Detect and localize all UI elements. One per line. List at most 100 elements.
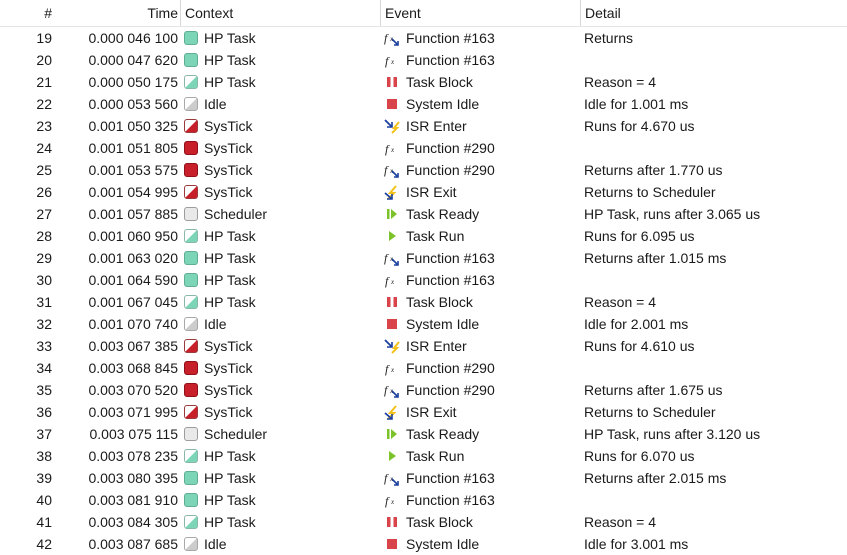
row-number: 28: [36, 228, 52, 244]
row-event-label: Function #163: [406, 250, 495, 266]
row-context-label: SysTick: [204, 338, 253, 354]
isr-exit-icon: [384, 404, 406, 420]
row-number: 42: [36, 536, 52, 552]
task-ready-icon: [384, 426, 406, 442]
row-time: 0.001 050 325: [88, 118, 178, 134]
row-number: 39: [36, 470, 52, 486]
row-detail: [584, 49, 847, 71]
row-context-label: HP Task: [204, 30, 256, 46]
row-time: 0.000 047 620: [88, 52, 178, 68]
row-event: Task Run: [384, 445, 578, 467]
systick-icon: [184, 383, 198, 397]
row-context-label: HP Task: [204, 294, 256, 310]
row-event-label: ISR Enter: [406, 338, 467, 354]
row-event-label: Function #290: [406, 162, 495, 178]
row-event: System Idle: [384, 93, 578, 115]
row-context: HP Task: [184, 225, 378, 247]
column-header-num[interactable]: #: [44, 5, 52, 21]
row-detail: [584, 269, 847, 291]
svg-text:f: f: [384, 471, 389, 485]
row-context: HP Task: [184, 467, 378, 489]
row-context: HP Task: [184, 247, 378, 269]
row-number: 35: [36, 382, 52, 398]
row-context: SysTick: [184, 401, 378, 423]
systick-partial-icon: [184, 405, 198, 419]
isr-enter-icon: [384, 118, 406, 134]
hp-task-partial-icon: [184, 229, 198, 243]
row-number: 19: [36, 30, 52, 46]
row-detail: Returns: [584, 30, 634, 46]
row-context-label: Scheduler: [204, 426, 268, 442]
systick-partial-icon: [184, 339, 198, 353]
row-number: 41: [36, 514, 52, 530]
row-time: 0.001 070 740: [88, 316, 178, 332]
row-detail: Returns after 1.015 ms: [584, 250, 727, 266]
row-event: Task Ready: [384, 203, 578, 225]
row-detail: [584, 357, 847, 379]
row-event: ISR Exit: [384, 181, 578, 203]
svg-text:f: f: [385, 362, 390, 376]
row-context: HP Task: [184, 511, 378, 533]
row-detail: Runs for 4.610 us: [584, 338, 695, 354]
isr-enter-icon: [384, 338, 406, 354]
column-header-time[interactable]: Time: [147, 5, 178, 21]
hp-task-partial-icon: [184, 295, 198, 309]
row-context: SysTick: [184, 379, 378, 401]
row-event-label: ISR Enter: [406, 118, 467, 134]
row-event-label: System Idle: [406, 536, 480, 552]
column-header-detail[interactable]: Detail: [580, 0, 847, 26]
row-detail: HP Task, runs after 3.065 us: [584, 206, 761, 222]
row-event: Task Block: [384, 291, 578, 313]
row-detail: Returns after 1.675 us: [584, 382, 723, 398]
column-header-event[interactable]: Event: [380, 0, 581, 26]
row-detail: Returns to Scheduler: [584, 184, 716, 200]
row-context-label: HP Task: [204, 74, 256, 90]
row-context-label: SysTick: [204, 382, 253, 398]
task-run-icon: [384, 448, 406, 464]
row-detail: Returns after 2.015 ms: [584, 470, 727, 486]
hp-task-icon: [184, 273, 198, 287]
row-number: 33: [36, 338, 52, 354]
column-header-context[interactable]: Context: [180, 0, 381, 26]
row-event-label: Function #290: [406, 382, 495, 398]
hp-task-icon: [184, 251, 198, 265]
row-detail: Reason = 4: [584, 74, 656, 90]
row-context-label: SysTick: [204, 162, 253, 178]
row-event-label: Function #163: [406, 492, 495, 508]
row-time: 0.001 063 020: [88, 250, 178, 266]
table-header: # Time Context Event Detail: [0, 0, 847, 27]
svg-text:f: f: [384, 383, 389, 397]
